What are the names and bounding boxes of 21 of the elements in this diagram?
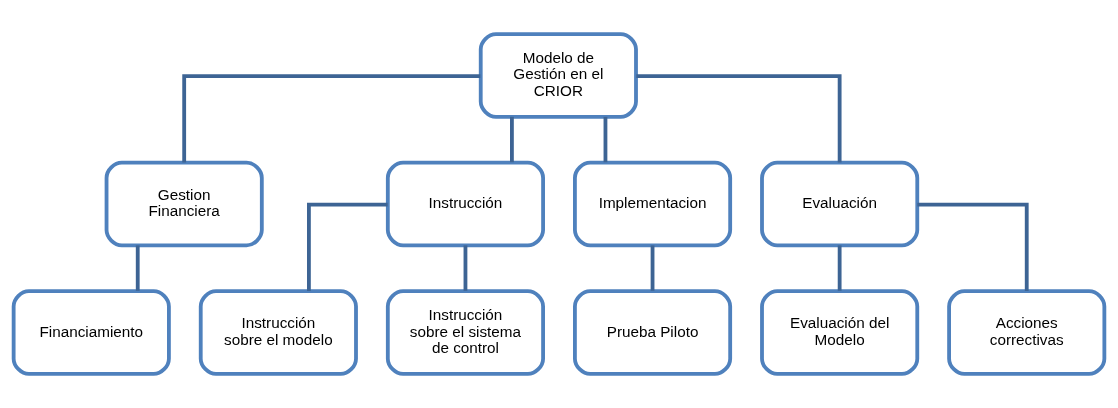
node-box: Instrucción sobre el modelo xyxy=(198,289,358,376)
node-box: Modelo de Gestión en el CRIOR xyxy=(478,32,638,119)
node-box: Prueba Piloto xyxy=(573,289,733,376)
node-box: Evaluación del Modelo xyxy=(760,289,920,376)
node-box: Gestion Financiera xyxy=(104,160,264,248)
node-box: Acciones correctivas xyxy=(947,289,1107,376)
connector xyxy=(182,74,481,163)
connector xyxy=(135,245,140,291)
connector xyxy=(650,245,655,291)
node-box: Evaluación xyxy=(760,160,920,248)
connector xyxy=(917,202,1029,291)
node-box: Financiamiento xyxy=(11,289,171,376)
connector xyxy=(603,116,608,163)
connector xyxy=(307,202,388,291)
connector xyxy=(837,245,842,291)
connector xyxy=(636,74,842,163)
node-box: Instrucción sobre el sistema de control xyxy=(385,289,545,376)
node-box: Instrucción xyxy=(385,160,545,248)
connector xyxy=(510,116,514,163)
node-box: Implementacion xyxy=(573,160,733,248)
connector xyxy=(463,245,468,291)
